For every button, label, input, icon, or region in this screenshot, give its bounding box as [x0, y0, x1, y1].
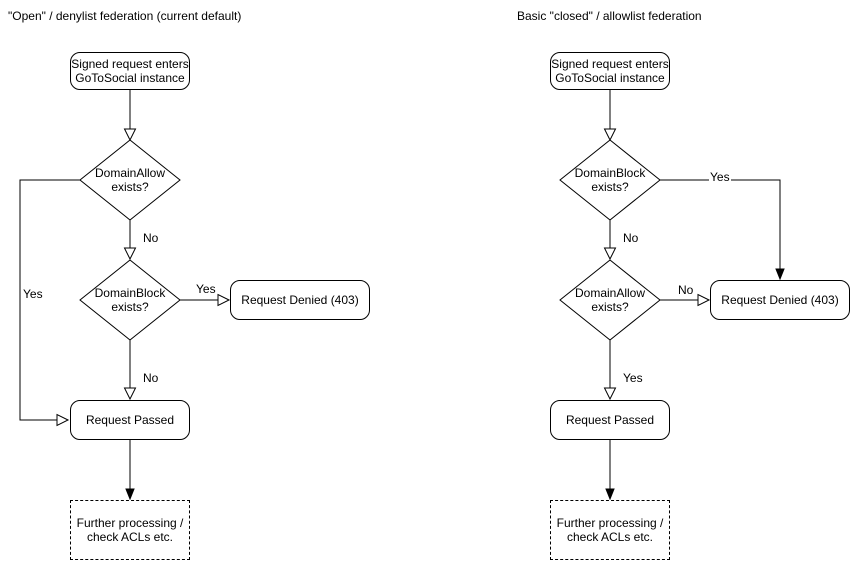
left-passed-node: Request Passed [70, 400, 190, 440]
left-decision2-no-label: No [142, 371, 160, 385]
left-decision2-diamond [79, 259, 181, 341]
right-flowchart-edges [559, 90, 785, 501]
left-edge-decision1-yes-loop [19, 179, 80, 421]
right-decision1-no-label: No [622, 231, 640, 245]
right-decision1-label: DomainBlock exists? [574, 166, 646, 194]
left-decision1-diamond [79, 139, 181, 221]
right-decision2-yes-label: Yes [622, 371, 644, 385]
left-arrowhead-further [125, 488, 135, 501]
right-denied-node: Request Denied (403) [710, 280, 850, 320]
right-start-node: Signed request enters GoToSocial instanc… [550, 52, 670, 90]
left-decision1-no-label: No [142, 231, 160, 245]
left-decision1-yes-label: Yes [22, 287, 44, 301]
left-start-node: Signed request enters GoToSocial instanc… [70, 52, 190, 90]
right-passed-node: Request Passed [550, 400, 670, 440]
left-arrowhead-passed [123, 387, 137, 401]
right-arrowhead-denied-top [775, 268, 785, 281]
right-arrowhead-further [605, 488, 615, 501]
right-further-node: Further processing / check ACLs etc. [550, 500, 670, 560]
left-decision2-yes-label: Yes [195, 282, 217, 296]
left-arrowhead-decision2 [123, 247, 137, 261]
left-denied-node: Request Denied (403) [230, 280, 370, 320]
right-arrowhead-decision2 [603, 247, 617, 261]
left-flowchart-title: "Open" / denylist federation (current de… [8, 9, 242, 23]
right-arrowhead-decision1 [603, 128, 617, 142]
left-flowchart-edges [19, 90, 231, 501]
left-arrowhead-denied [217, 293, 231, 307]
left-decision1-label: DomainAllow exists? [94, 166, 166, 194]
right-arrowhead-passed [603, 387, 617, 401]
right-decision2-no-label: No [677, 283, 695, 297]
right-decision1-yes-label: Yes [709, 170, 731, 184]
right-decision2-label: DomainAllow exists? [574, 286, 646, 314]
right-arrowhead-denied-side [697, 293, 711, 307]
left-decision2-label: DomainBlock exists? [94, 286, 166, 314]
right-flowchart-title: Basic "closed" / allowlist federation [517, 9, 702, 23]
left-arrowhead-decision1 [123, 128, 137, 142]
right-decision1-diamond [559, 139, 661, 221]
right-edge-decision1-yes-to-denied [660, 179, 781, 269]
left-further-node: Further processing / check ACLs etc. [70, 500, 190, 560]
left-arrowhead-passed-side [56, 413, 70, 427]
right-decision2-diamond [559, 259, 661, 341]
